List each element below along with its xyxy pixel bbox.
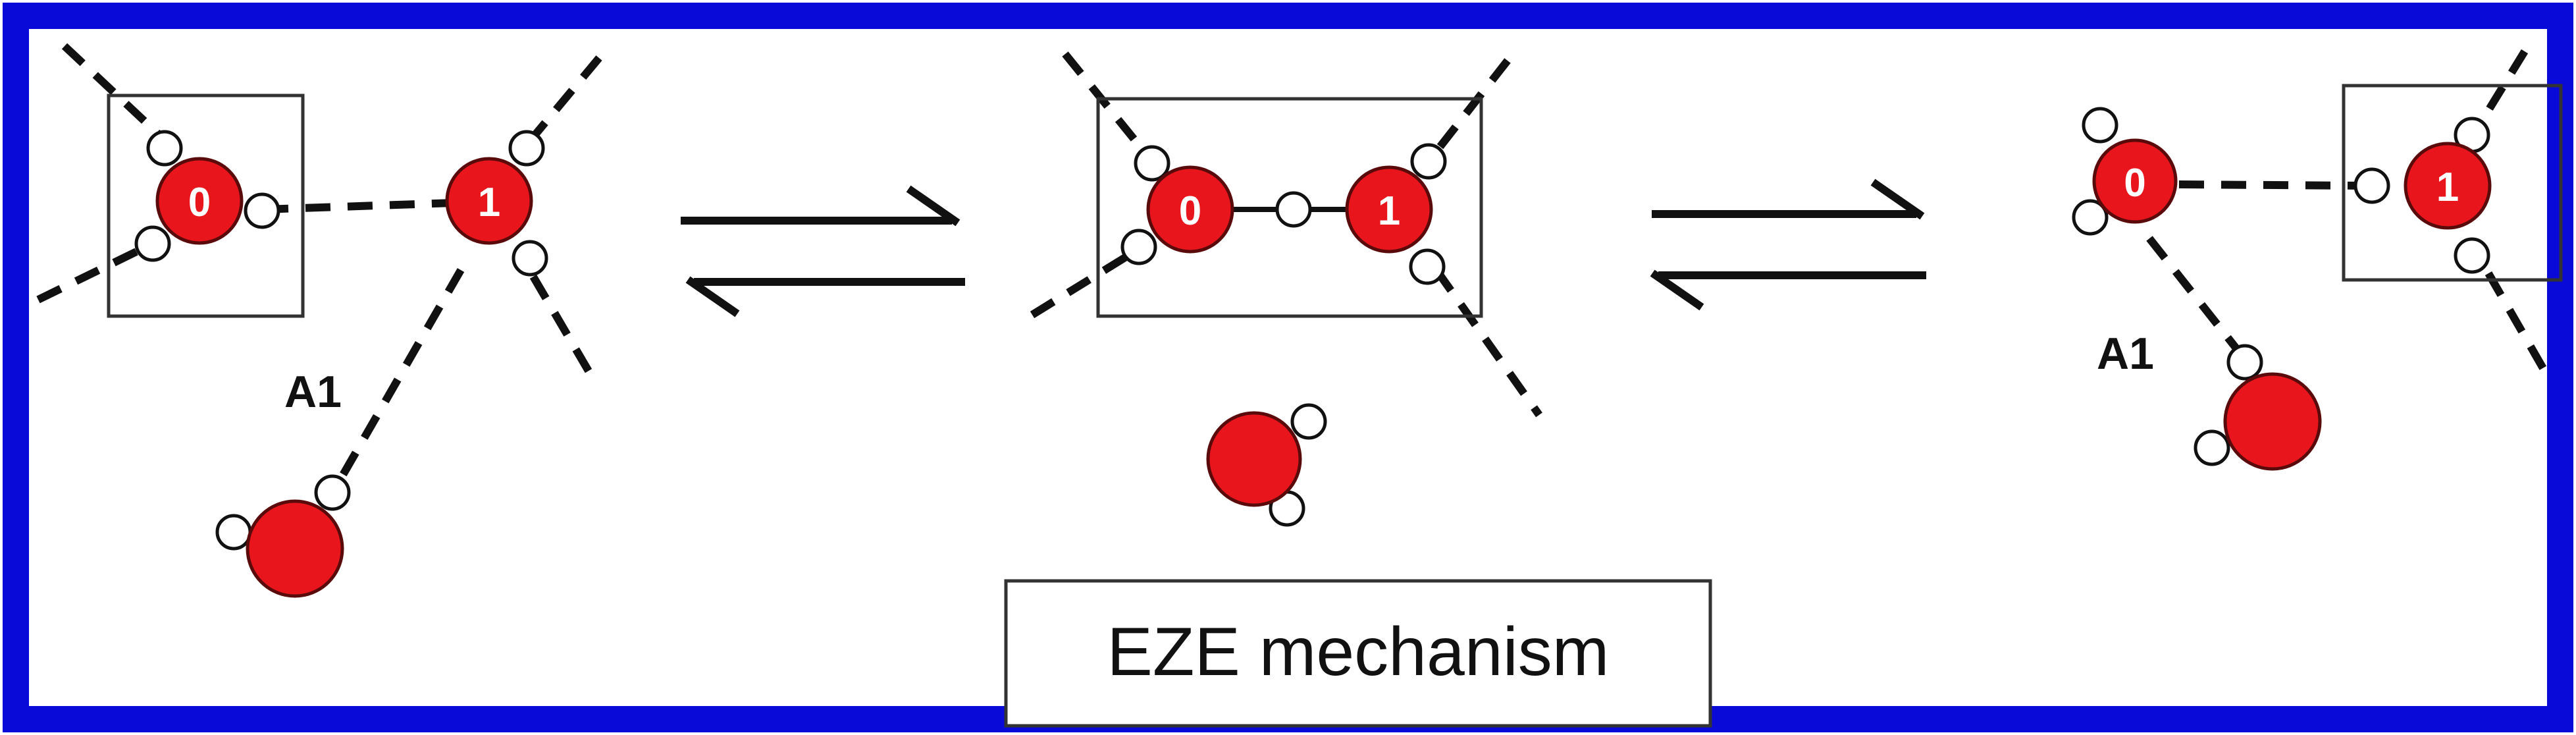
panel-3-water-1: 1 <box>2353 117 2492 274</box>
hbond <box>263 199 455 213</box>
hbond <box>523 55 602 148</box>
oxygen-atom <box>1146 165 1234 254</box>
oxygen-label-0: 0 <box>2124 161 2145 205</box>
forward-arrow-head <box>906 185 960 227</box>
hbond <box>2471 49 2529 134</box>
panel-2-hydrogen-bonds <box>1030 51 1542 418</box>
oxygen-label-0: 0 <box>188 180 211 225</box>
hydrogen-atom <box>215 514 252 551</box>
hbond <box>1030 245 1142 319</box>
equilibrium-arrows-2 <box>1650 178 1926 311</box>
hbond <box>61 43 172 147</box>
panel-2-solvation-box <box>1096 97 1483 318</box>
hydrogen-atom <box>508 130 545 167</box>
hydrogen-atom <box>1120 229 1157 265</box>
panel-2-water-0: 0 <box>1120 145 1234 265</box>
hydrogen-atom <box>2226 344 2263 381</box>
hbond <box>2178 180 2371 190</box>
panel-3-acceptor-water <box>2194 344 2322 471</box>
reverse-arrow-head <box>685 276 740 317</box>
panel-1-acceptor-water <box>215 474 351 598</box>
oxygen-atom <box>1345 165 1433 254</box>
panel-2: 0 1 <box>1030 51 1542 527</box>
oxygen-atom <box>246 499 344 598</box>
oxygen-atom <box>155 157 244 245</box>
hydrogen-atom <box>2353 167 2390 204</box>
hydrogen-atom <box>1134 145 1170 182</box>
hydrogen-atom <box>2194 429 2230 466</box>
panel-1-water-0: 0 <box>134 130 280 262</box>
hydrogen-atom <box>1410 143 1447 180</box>
oxygen-atom <box>2223 372 2322 471</box>
equilibrium-arrows-1 <box>681 185 965 317</box>
shared-proton <box>1275 191 1312 228</box>
hydrogen-atom <box>512 240 548 277</box>
panel-1-water-1: 1 <box>445 130 548 277</box>
oxygen-atom <box>2404 142 2492 230</box>
acceptor-label-a1: A1 <box>2097 329 2154 379</box>
hydrogen-atom <box>2082 107 2118 144</box>
oxygen-label-0: 0 <box>1179 188 1201 234</box>
panel-1-hydrogen-bonds <box>36 43 602 489</box>
oxygen-atom <box>2092 138 2178 224</box>
oxygen-label-1: 1 <box>478 180 500 225</box>
panel-2-free-water <box>1206 403 1327 527</box>
caption-frame <box>1004 579 1712 728</box>
hbond <box>36 240 155 304</box>
hydrogen-atom <box>134 225 171 262</box>
acceptor-label-a1: A1 <box>284 367 342 417</box>
hbond-a1 <box>2146 236 2249 364</box>
hbond <box>1425 58 1511 164</box>
hydrogen-atom <box>244 192 280 229</box>
panel-1: 0 1 A1 <box>36 43 602 598</box>
panel-3-water-0: 0 <box>2072 107 2178 236</box>
oxygen-label-1: 1 <box>1378 188 1400 234</box>
hydrogen-atom <box>2454 237 2490 274</box>
oxygen-label-1: 1 <box>2436 165 2459 210</box>
hydrogen-atom <box>1409 248 1446 285</box>
hydrogen-atom <box>2072 199 2109 236</box>
panel-1-solvation-box <box>107 94 305 318</box>
oxygen-atom <box>1206 411 1302 507</box>
caption-box: EZE mechanism <box>1004 579 1712 728</box>
hbond <box>529 274 600 386</box>
oxygen-atom <box>445 157 533 245</box>
panel-3-solvation-box <box>2342 84 2563 282</box>
reverse-arrow-head <box>1650 269 1704 311</box>
panel-3-hydrogen-bonds <box>2146 49 2555 384</box>
hydrogen-atom <box>1290 403 1327 440</box>
panel-2-water-1: 1 <box>1345 143 1447 285</box>
hbond <box>1433 267 1542 418</box>
hydrogen-atom <box>146 130 183 167</box>
panel-3: 0 1 A1 <box>2072 49 2563 471</box>
mechanism-caption: EZE mechanism <box>1107 614 1610 690</box>
hydrogen-atom <box>314 474 351 511</box>
hbond <box>2484 271 2555 384</box>
hbond <box>1062 51 1155 164</box>
forward-arrow-head <box>1870 178 1925 220</box>
